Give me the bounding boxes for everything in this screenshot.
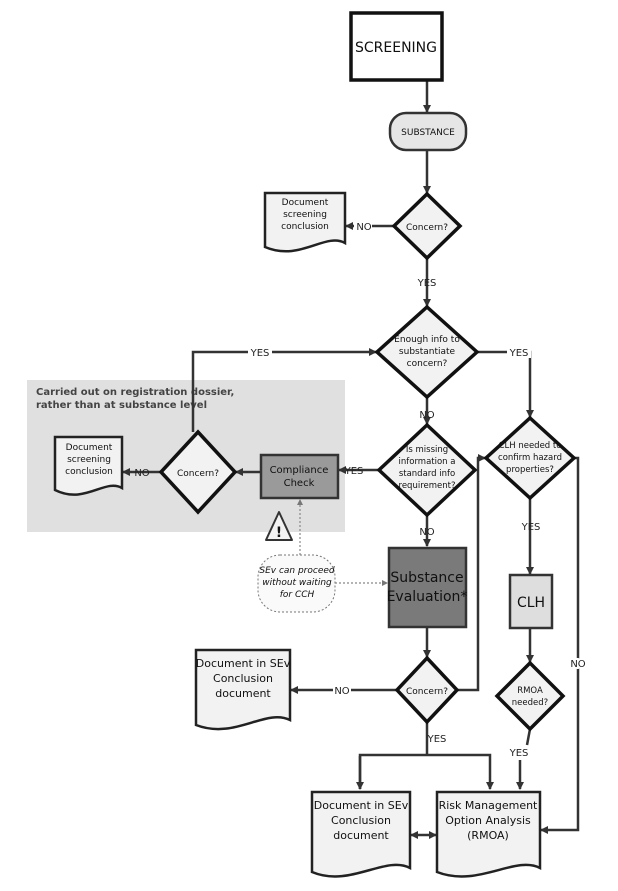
edge-labels: NO YES YES YES NO YES NO NO NO YES NO YE… <box>134 219 588 759</box>
svg-text:SUBSTANCE: SUBSTANCE <box>401 128 455 138</box>
svg-text:YES: YES <box>509 348 529 359</box>
svg-text:CLH: CLH <box>517 595 545 611</box>
svg-text:NO: NO <box>134 468 149 479</box>
svg-text:YES: YES <box>250 348 270 359</box>
concern-decision-3: Concern? <box>394 655 460 725</box>
svg-text:NO: NO <box>419 527 434 538</box>
svg-text:YES: YES <box>521 522 541 533</box>
svg-text:SCREENING: SCREENING <box>355 40 437 56</box>
svg-text:!: ! <box>276 525 282 541</box>
svg-text:YES: YES <box>417 278 437 289</box>
concern-decision-1: Concern? <box>391 191 463 261</box>
svg-text:NO: NO <box>570 659 585 670</box>
svg-text:YES: YES <box>344 466 364 477</box>
clh-node: CLH <box>508 573 554 630</box>
svg-text:Concern?: Concern? <box>406 223 448 233</box>
region-note: Carried out on registration dossier,rath… <box>36 387 234 411</box>
warning-triangle-icon: ! <box>265 511 293 541</box>
svg-text:Concern?: Concern? <box>177 469 219 479</box>
substance-node: SUBSTANCE <box>388 111 468 152</box>
svg-text:YES: YES <box>427 734 447 745</box>
svg-text:NO: NO <box>419 410 434 421</box>
screening-node: SCREENING <box>349 11 444 82</box>
svg-text:Concern?: Concern? <box>406 687 448 697</box>
svg-text:NO: NO <box>356 222 371 233</box>
concern-decision-2: Concern? <box>158 429 238 515</box>
svg-text:NO: NO <box>334 686 349 697</box>
svg-text:YES: YES <box>509 748 529 759</box>
